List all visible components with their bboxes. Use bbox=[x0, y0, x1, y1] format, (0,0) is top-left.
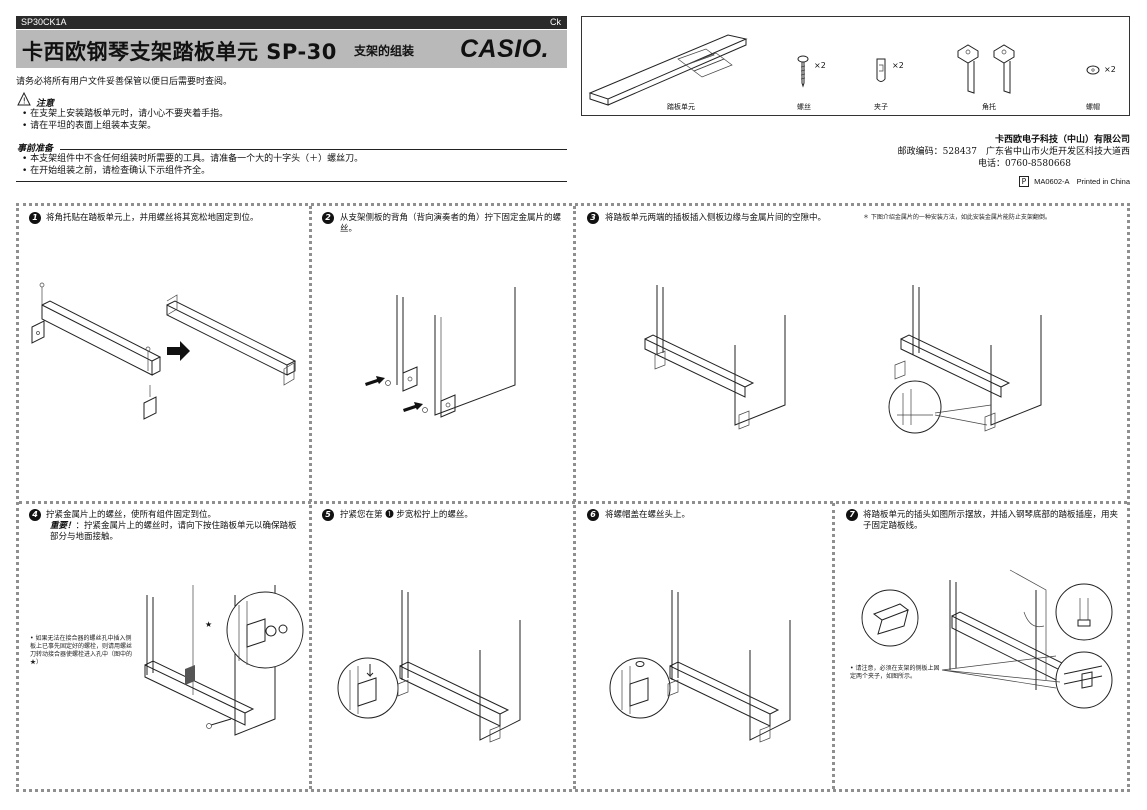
step-side-note: • 请注意，必须在支架的侧板上固定两个夹子，如图所示。 bbox=[850, 665, 940, 680]
part-quantity: ×2 bbox=[1104, 65, 1116, 74]
part-quantity: ×2 bbox=[814, 61, 826, 70]
step-text: 将踏板单元的插头如图所示摆放，并插入钢琴底部的踏板插座，用夹子固定踏板线。 bbox=[863, 510, 1119, 531]
pedal-unit-icon bbox=[588, 25, 748, 106]
caution-title: 注意 bbox=[36, 99, 55, 109]
caution-item: • 请在平坦的表面上组装本支架。 bbox=[22, 121, 157, 131]
page-title: 卡西欧钢琴支架踏板单元 SP-30 bbox=[22, 40, 337, 64]
important-label: 重要！ bbox=[50, 521, 76, 531]
part-quantity: ×2 bbox=[892, 61, 904, 70]
important-note: 重要！：拧紧金属片上的螺丝时，请向下按住踏板单元以确保踏板部分与地面接触。 bbox=[50, 521, 297, 542]
prep-item: • 在开始组装之前，请检查确认下示组件齐全。 bbox=[22, 166, 211, 176]
part-label: 踏板单元 bbox=[667, 103, 695, 111]
prep-item: • 本支架组件中不含任何组装时所需要的工具。请准备一个大的十字头（＋）螺丝刀。 bbox=[22, 154, 364, 164]
print-info: MA0602-A Printed in China bbox=[1034, 177, 1130, 186]
step-number: 4 bbox=[29, 509, 41, 521]
bracket-icon bbox=[954, 43, 1024, 95]
divider bbox=[16, 181, 567, 182]
part-label: 螺帽 bbox=[1086, 103, 1100, 111]
step-text: 拧紧您在第 ❶ 步宽松拧上的螺丝。 bbox=[340, 510, 473, 520]
step-number: 2 bbox=[322, 212, 334, 224]
step-number: 1 bbox=[29, 212, 41, 224]
company-address: 邮政编码：528437 广东省中山市火炬开发区科技大道西 bbox=[897, 147, 1130, 157]
step4-illustration bbox=[135, 585, 305, 745]
step-text: 从支架侧板的背角（背向演奏者的角）拧下固定金属片的螺丝。 bbox=[340, 213, 562, 234]
step-number: 3 bbox=[587, 212, 599, 224]
company-name: 卡西欧电子科技（中山）有限公司 bbox=[994, 135, 1130, 145]
step7-illustration bbox=[860, 569, 1120, 710]
steps-frame bbox=[16, 203, 1130, 792]
step-text: 将角托贴在踏板单元上，并用螺丝将其宽松地固定到位。 bbox=[46, 213, 259, 223]
step6-illustration bbox=[600, 580, 825, 745]
svg-text:!: ! bbox=[23, 97, 26, 106]
screw-cap-icon bbox=[1086, 65, 1100, 75]
step-number: 5 bbox=[322, 509, 334, 521]
part-label: 角托 bbox=[982, 103, 996, 111]
step5-illustration bbox=[330, 580, 565, 745]
step-text: 将螺帽盖在螺丝头上。 bbox=[605, 510, 691, 520]
step3-illustration bbox=[635, 275, 1115, 435]
screw-icon bbox=[797, 55, 809, 88]
step-note: ＊ 下图介绍金属片的一种安装方法，如此安装金属片能防止支架翻倒。 bbox=[863, 214, 1051, 221]
step1-illustration bbox=[22, 275, 307, 425]
star-mark: ★ bbox=[205, 620, 213, 629]
model-code: SP30CK1A bbox=[21, 17, 67, 27]
header-strip: SP30CK1A Ck bbox=[16, 16, 567, 29]
step-text: 将踏板单元两端的插板插入侧板边缘与金属片间的空隙中。 bbox=[605, 213, 827, 223]
company-phone: 电话：0760-8580668 bbox=[977, 159, 1071, 169]
part-label: 螺丝 bbox=[797, 103, 811, 111]
casio-logo: CASIO. bbox=[460, 35, 550, 63]
intro-text: 请务必将所有用户文件妥善保管以便日后需要时查阅。 bbox=[16, 77, 233, 87]
print-badge: P bbox=[1018, 176, 1030, 187]
parts-list: 踏板单元 ×2 螺丝 ×2 夹子 角托 ×2 螺帽 bbox=[581, 16, 1130, 116]
page-subtitle: 支架的组装 bbox=[354, 44, 415, 58]
print-info-row: P MA0602-A Printed in China bbox=[1018, 176, 1130, 187]
clip-icon bbox=[874, 57, 888, 85]
step-number: 6 bbox=[587, 509, 599, 521]
divider bbox=[19, 501, 1127, 504]
divider bbox=[309, 206, 312, 789]
divider bbox=[573, 206, 576, 789]
step-side-note: • 如果无法在接合器的螺丝孔中插入侧板上已事先固定好的螺栓，则请用螺丝刀转动接合… bbox=[30, 635, 133, 666]
step2-illustration bbox=[355, 285, 555, 425]
title-band: 卡西欧钢琴支架踏板单元 SP-30 支架的组装 CASIO. bbox=[16, 30, 567, 68]
step-text: 拧紧金属片上的螺丝，使所有组件固定到位。 bbox=[46, 510, 217, 520]
part-label: 夹子 bbox=[874, 103, 888, 111]
step-number: 7 bbox=[846, 509, 858, 521]
caution-item: • 在支架上安装踏板单元时，请小心不要夹着手指。 bbox=[22, 109, 229, 119]
language-code: Ck bbox=[550, 17, 561, 27]
divider bbox=[832, 503, 835, 789]
prep-title: 事前准备 bbox=[17, 144, 54, 154]
divider bbox=[60, 149, 567, 150]
warning-icon: ! bbox=[17, 91, 31, 106]
